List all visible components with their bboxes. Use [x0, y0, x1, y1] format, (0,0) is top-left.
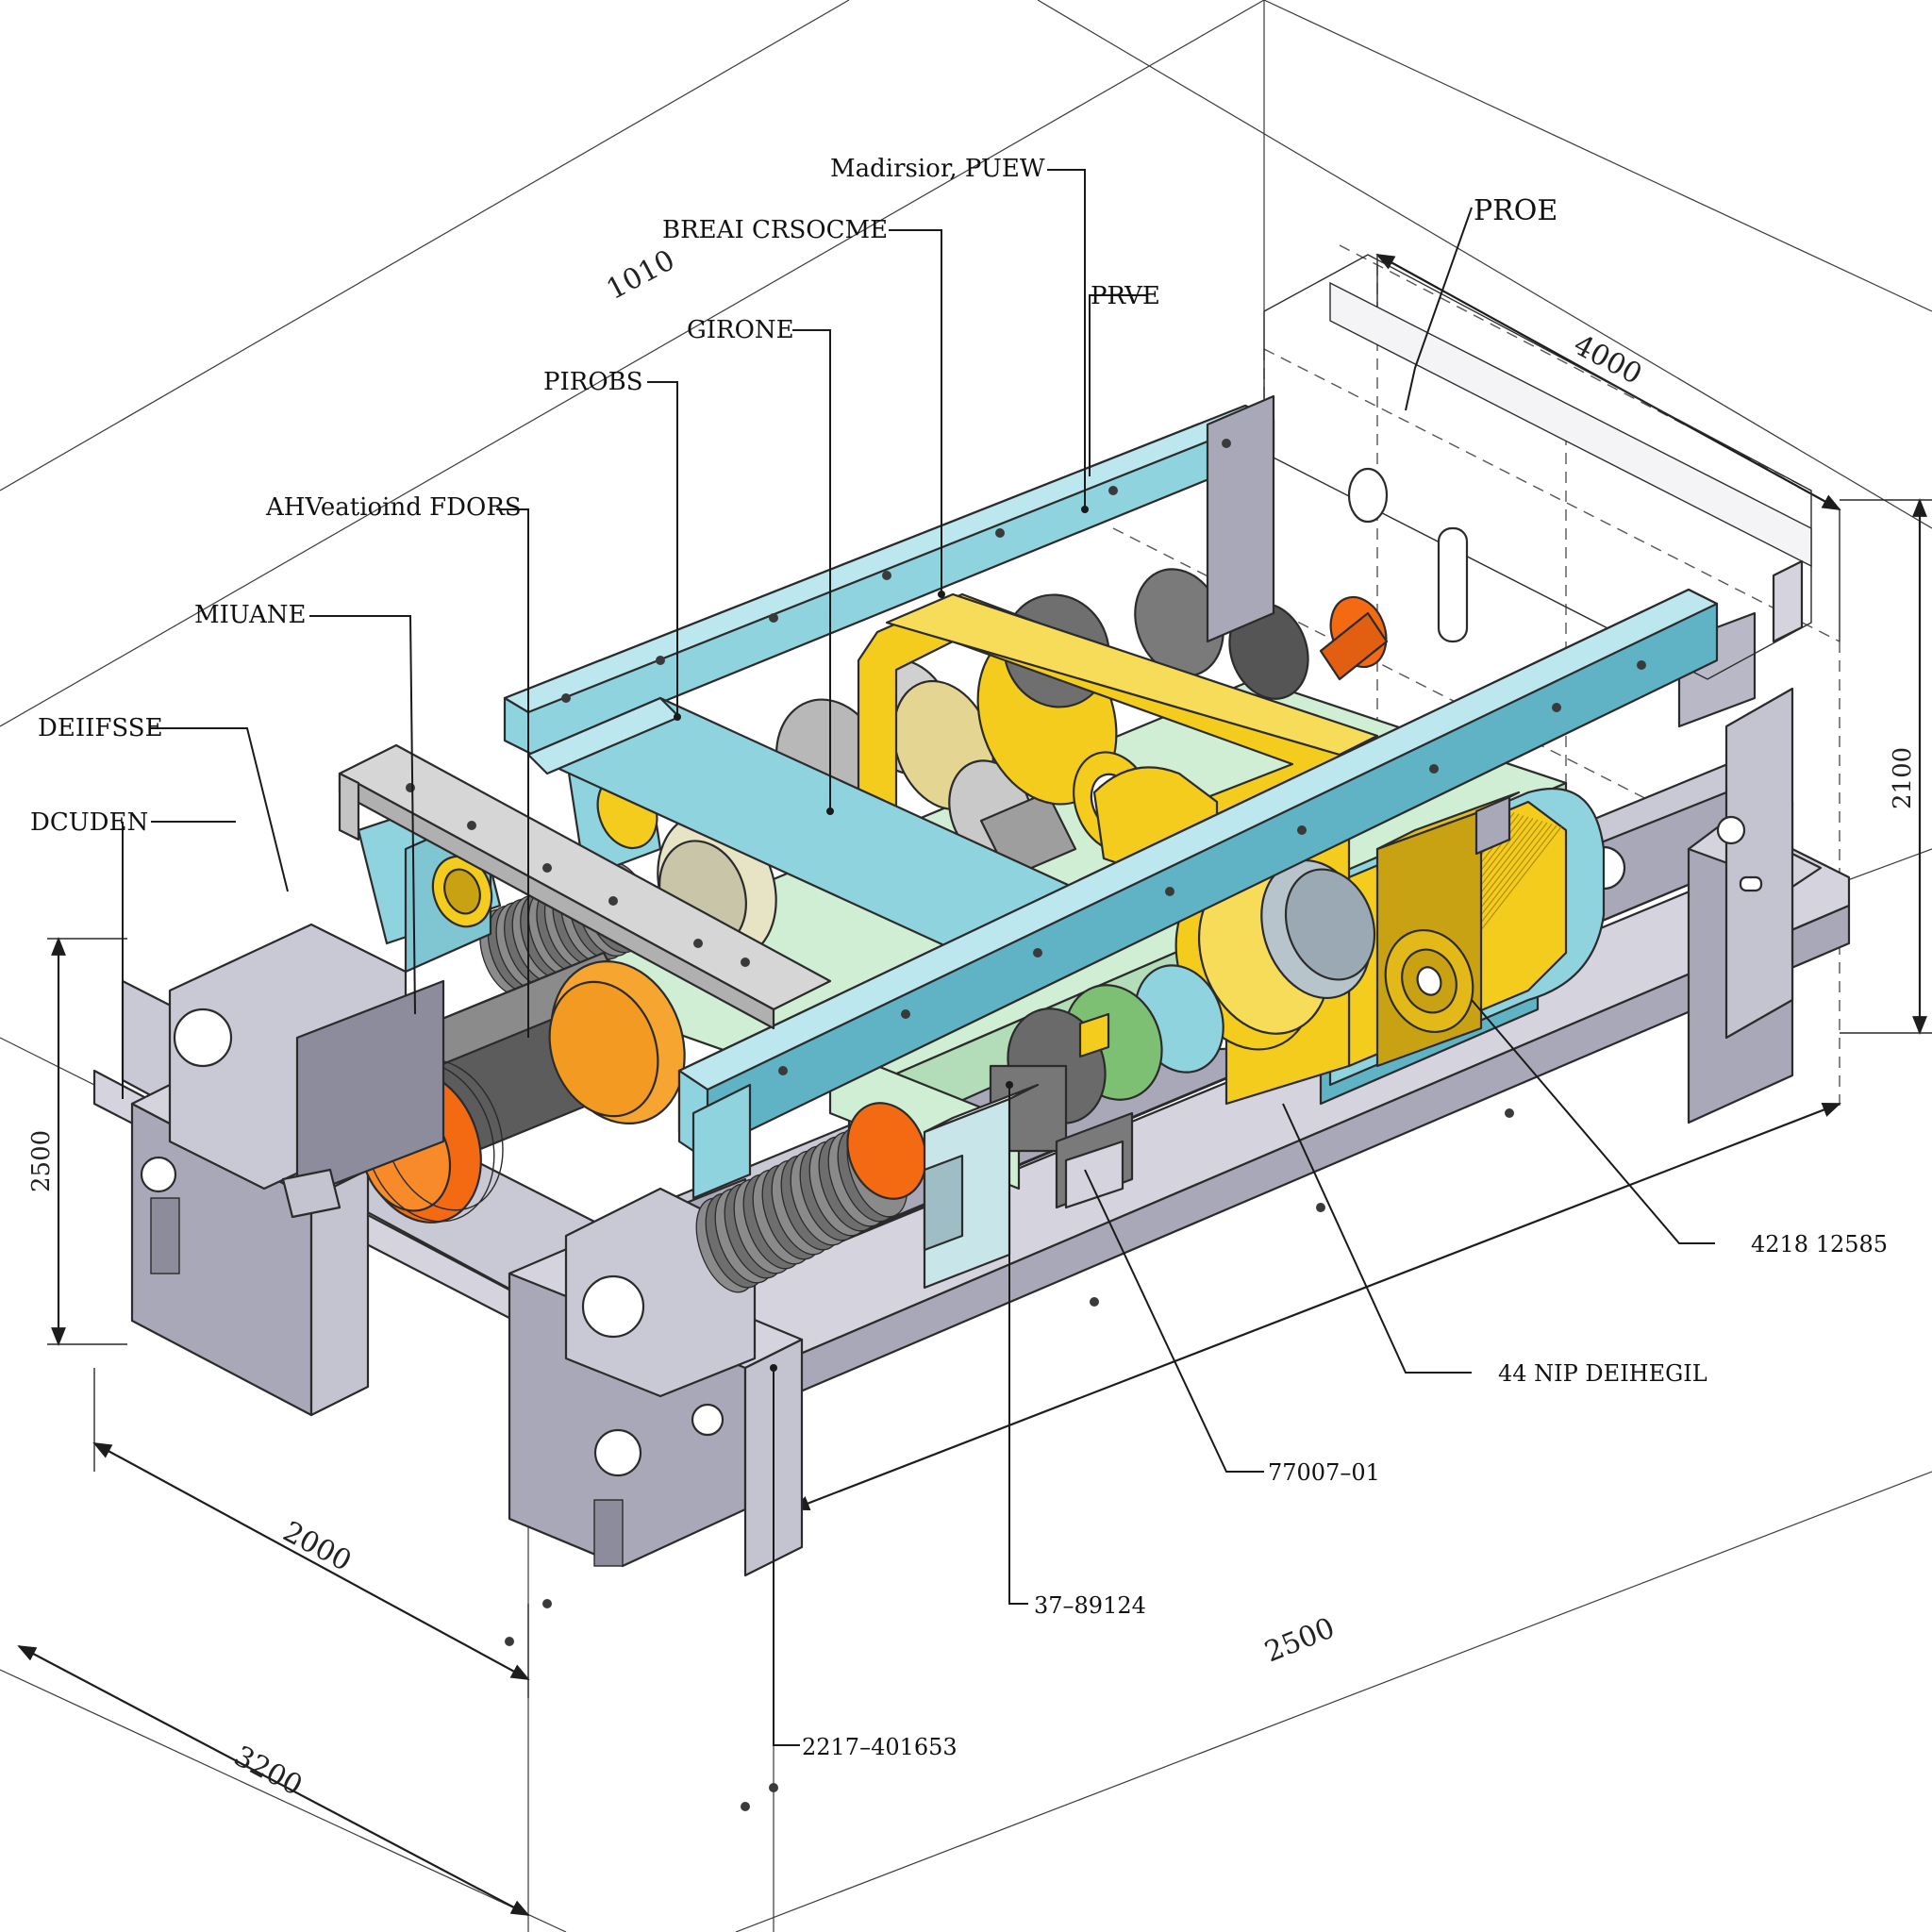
bolt-hole	[693, 939, 703, 948]
callout-ahveatioind-fdors: AHVeatioind FDORS	[265, 493, 522, 522]
gray-flat-bar	[338, 743, 832, 1030]
bolt-hole	[1637, 660, 1646, 670]
bolt-hole	[542, 1599, 552, 1608]
dimension-lines	[17, 254, 1932, 1916]
bolt-hole	[741, 1802, 750, 1811]
callout-breai-crsocme: BREAI CRSOCME	[662, 216, 888, 244]
bolt-hole	[561, 693, 571, 703]
bolt-hole	[1297, 825, 1307, 835]
bolt-hole	[1316, 1203, 1325, 1212]
coupling-assembly	[989, 858, 1376, 1209]
callout-miuane: MIUANE	[194, 601, 307, 629]
callout-madirsior-puew: Madirsior, PUEW	[830, 155, 1045, 183]
bolt-hole	[995, 528, 1005, 538]
dimension-1010: 1010	[601, 243, 680, 307]
bolt-hole	[406, 783, 415, 792]
callout-44-nip-deihegil: 44 NIP DEIHEGIL	[1498, 1360, 1707, 1387]
callout-4218-12585: 4218 12585	[1751, 1231, 1888, 1257]
callout-pirobs: PIROBS	[543, 368, 643, 396]
bolt-holes	[406, 439, 1646, 1811]
bolt-hole	[1108, 486, 1118, 495]
bolt-hole	[1505, 1108, 1514, 1118]
right-support-blocks	[1677, 611, 1823, 1124]
callout-deiifsse: DEIIFSSE	[38, 714, 163, 742]
bolt-hole	[608, 896, 618, 906]
callout-77007-01: 77007–01	[1268, 1459, 1380, 1486]
bolt-hole	[1090, 1297, 1099, 1307]
left-side-plate	[281, 979, 445, 1219]
dimension-2500-vertical: 2500	[27, 1130, 56, 1192]
bolt-hole	[467, 821, 476, 830]
bolt-hole	[542, 863, 552, 873]
bolt-hole	[769, 613, 778, 623]
bolt-hole	[1033, 948, 1042, 958]
leader-lines	[122, 169, 1715, 1746]
rear-blue-beam	[503, 394, 1275, 757]
callout-prve: PRVE	[1091, 282, 1160, 310]
front-orange-flange	[548, 959, 686, 1125]
callout-37-89124: 37–89124	[1034, 1592, 1146, 1619]
callout-2217-401653: 2217–401653	[802, 1734, 958, 1760]
bolt-hole	[882, 571, 891, 580]
left-support-pedestals	[130, 923, 804, 1577]
mid-orange-collar	[846, 1102, 927, 1200]
dimension-2500-bottom: 2500	[1260, 1611, 1340, 1669]
bolt-hole	[778, 1066, 788, 1075]
dimension-2000: 2000	[277, 1515, 357, 1578]
callout-dcuden: DCUDEN	[30, 808, 148, 837]
callout-girone: GIRONE	[687, 316, 794, 344]
callout-proe: PROE	[1474, 194, 1557, 227]
front-blue-beam	[677, 588, 1719, 1200]
bolt-hole	[741, 958, 750, 967]
bolt-hole	[901, 1009, 910, 1019]
front-coil-spring	[695, 1122, 908, 1293]
dimension-3200: 3200	[228, 1740, 308, 1803]
callout-labels: Madirsior, PUEW BREAI CRSOCME GIRONE PIR…	[30, 155, 1888, 1760]
bolt-hole	[1165, 887, 1174, 896]
bolt-hole	[1429, 764, 1439, 774]
dimension-2100: 2100	[1889, 747, 1917, 809]
bolt-hole	[505, 1637, 514, 1646]
rear-orange-cap	[1319, 595, 1389, 681]
bolt-hole	[1222, 439, 1231, 448]
bolt-hole	[1552, 703, 1561, 712]
bolt-hole	[656, 656, 665, 665]
bolt-hole	[769, 1783, 778, 1792]
